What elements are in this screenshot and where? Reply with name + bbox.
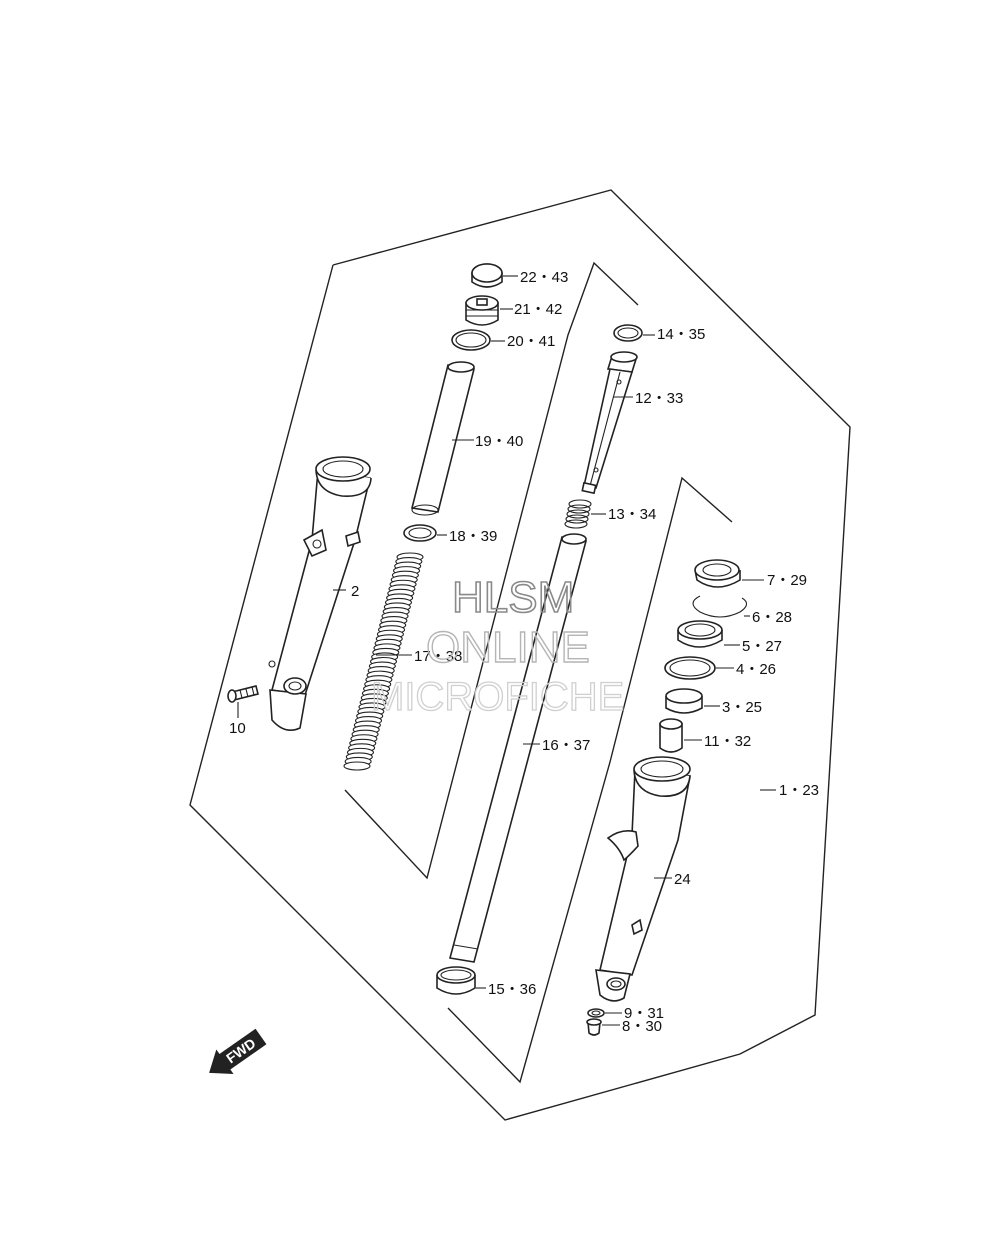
label-12-33: 12・33 <box>635 390 683 407</box>
part-20-41-o-ring <box>451 329 505 351</box>
part-13-34-rebound-spring <box>564 499 606 529</box>
watermark-line-2: ONLINE <box>426 623 590 672</box>
label-16-37: 16・37 <box>542 737 590 754</box>
inner-parts-bracket <box>344 261 639 880</box>
part-16-37-inner-tube <box>449 533 587 963</box>
part-8-30-drain-bolt <box>586 1018 620 1036</box>
label-5-27: 5・27 <box>742 638 782 655</box>
label-24: 24 <box>674 871 691 888</box>
label-22-43: 22・43 <box>520 269 568 286</box>
label-15-36: 15・36 <box>488 981 536 998</box>
part-15-36-slide-bushing <box>436 966 486 995</box>
label-7-29: 7・29 <box>767 572 807 589</box>
watermark-line-1: HLSM <box>452 573 574 622</box>
watermark-line-3: MICROFICHE <box>371 675 624 719</box>
part-2-left-outer-tube <box>268 456 372 731</box>
label-2: 2 <box>351 583 359 600</box>
part-7-29-dust-seal <box>694 559 764 588</box>
label-6-28: 6・28 <box>752 609 792 626</box>
part-5-27-oil-seal <box>677 620 740 648</box>
label-19-40: 19・40 <box>475 433 523 450</box>
part-4-26-oil-seal-washer <box>664 656 734 680</box>
label-13-34: 13・34 <box>608 506 656 523</box>
label-1-23: 1・23 <box>779 782 819 799</box>
label-11-32: 11・32 <box>704 733 751 750</box>
label-18-39: 18・39 <box>449 528 497 545</box>
label-8-30: 8・30 <box>622 1018 662 1035</box>
label-9-31: 9・31 <box>624 1005 664 1022</box>
label-14-35: 14・35 <box>657 326 705 343</box>
part-12-33-damper-rod <box>581 351 638 495</box>
label-20-41: 20・41 <box>507 333 555 350</box>
part-11-32-oil-lock-piece <box>659 718 702 753</box>
part-17-38-fork-spring <box>343 552 424 771</box>
label-10: 10 <box>229 720 246 737</box>
label-21-42: 21・42 <box>514 301 562 318</box>
part-18-39-washer <box>403 524 447 542</box>
part-9-31-gasket <box>587 1008 622 1018</box>
part-3-25-guide-bushing <box>665 688 720 714</box>
spring-coil <box>343 761 371 771</box>
part-24-right-outer-tube <box>595 756 691 1002</box>
right-leg-bracket <box>447 476 733 1084</box>
label-3-25: 3・25 <box>722 699 762 716</box>
part-22-43-cap <box>471 263 518 288</box>
part-10-bolt <box>227 685 259 718</box>
label-4-26: 4・26 <box>736 661 776 678</box>
assembly-frame-outline <box>189 189 851 1121</box>
part-21-42-cap-bolt <box>465 295 513 326</box>
label-17-38: 17・38 <box>414 648 462 665</box>
fwd-arrow-icon: FWD <box>209 1028 267 1075</box>
part-6-28-stopper-ring <box>692 595 750 618</box>
part-14-35-ring <box>613 324 655 342</box>
part-19-40-spacer-tube <box>411 361 475 516</box>
